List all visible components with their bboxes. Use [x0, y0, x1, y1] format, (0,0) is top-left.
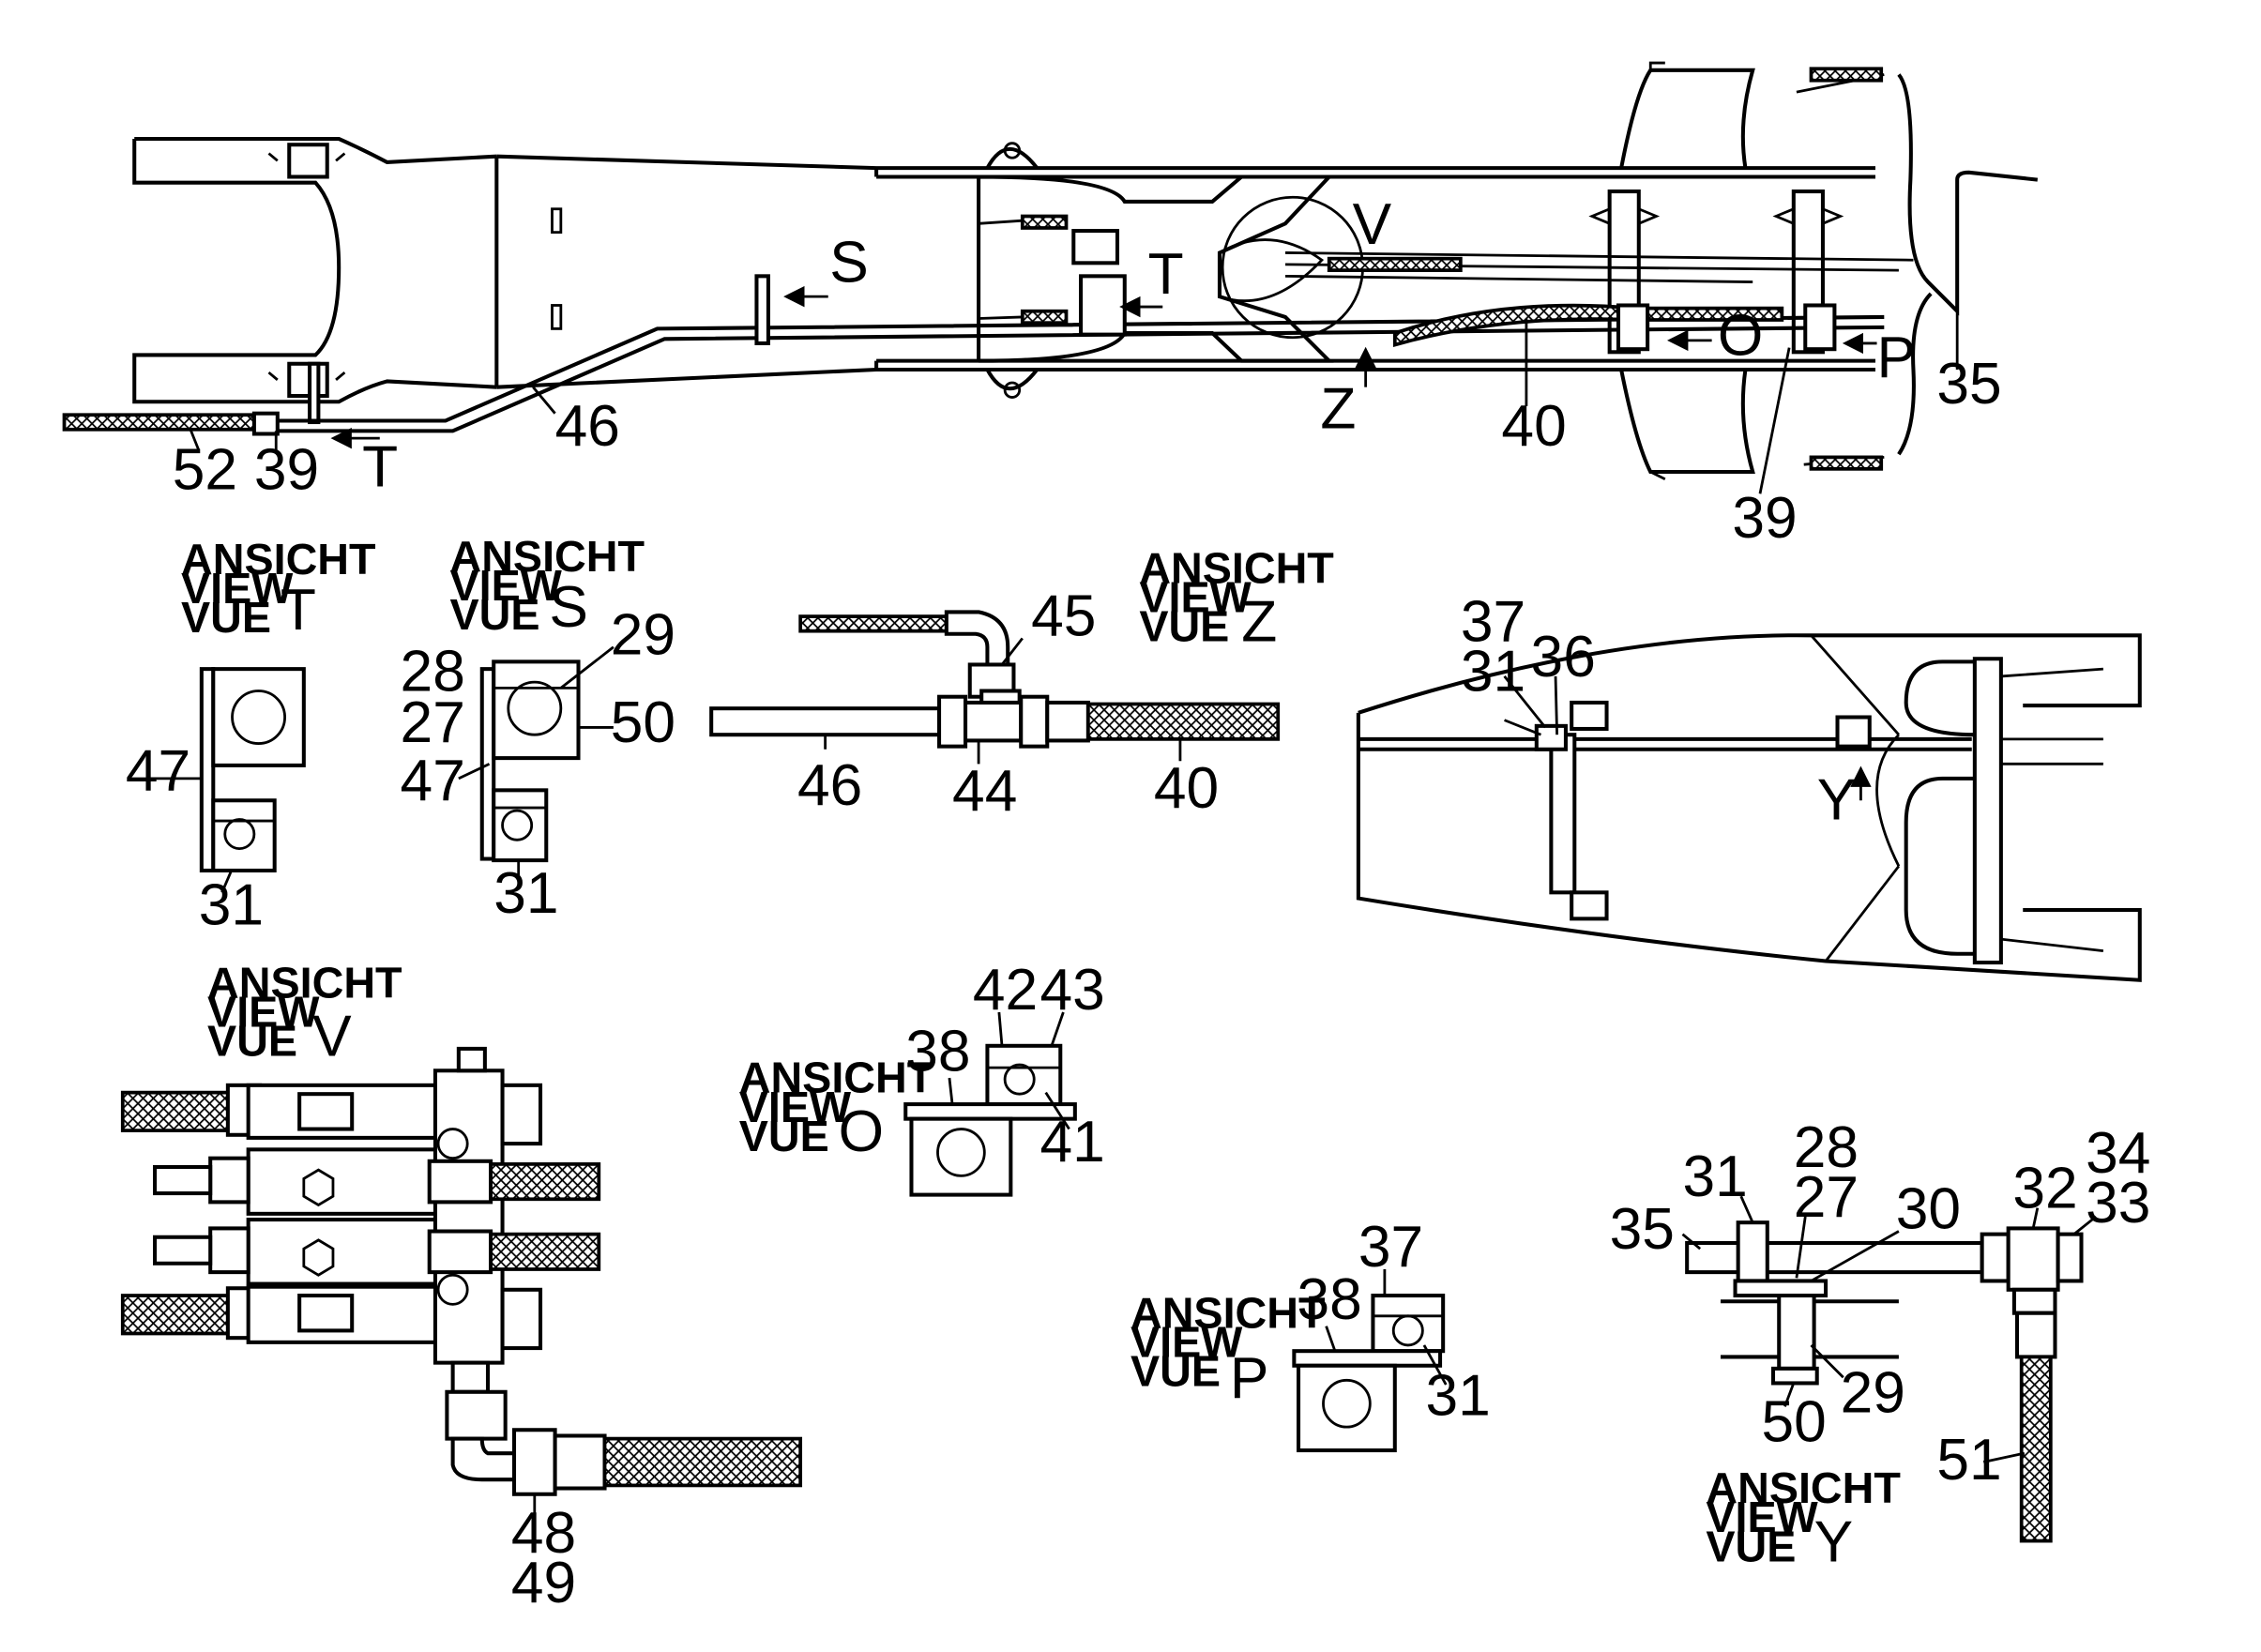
view-marker-z: Z: [1320, 376, 1356, 441]
main-assembly-view: [62, 61, 2039, 494]
view-marker-y: Y: [1817, 767, 1857, 832]
label-40: 40: [1154, 756, 1219, 821]
view-title-line2: VIEW: [207, 988, 320, 1037]
label-34: 34: [2086, 1121, 2150, 1186]
view-title-line1: ANSICHT: [181, 535, 376, 584]
main-labels: 52 39 46 40 35 39 T T S V Z O P: [173, 192, 2002, 551]
view-title-line1: ANSICHT: [450, 532, 645, 581]
label-50: 50: [611, 690, 675, 755]
view-title-line1: ANSICHT: [1139, 543, 1334, 592]
detail-view-t: ANSICHT VIEW VUE T 47 31: [126, 535, 376, 938]
label-27: 27: [1794, 1165, 1859, 1230]
view-title-line2: VIEW: [181, 564, 294, 613]
label-38: 38: [1297, 1267, 1361, 1332]
view-title-line3: VUE: [450, 590, 540, 639]
view-marker-o: O: [1718, 303, 1763, 368]
view-title-letter: P: [1230, 1346, 1269, 1411]
label-52: 52: [173, 438, 237, 503]
label-31: 31: [1682, 1144, 1747, 1209]
label-48: 48: [511, 1501, 576, 1566]
view-title-line3: VUE: [1706, 1522, 1796, 1570]
label-47: 47: [126, 738, 190, 803]
label-40: 40: [1501, 394, 1566, 459]
view-title-letter: O: [839, 1099, 884, 1164]
label-29: 29: [1841, 1361, 1905, 1426]
label-28: 28: [1794, 1115, 1859, 1180]
view-title-line3: VUE: [1130, 1347, 1221, 1396]
label-31: 31: [493, 861, 558, 926]
label-47: 47: [401, 749, 465, 813]
label-39: 39: [1732, 486, 1797, 551]
label-32: 32: [2012, 1157, 2077, 1221]
label-35: 35: [1936, 352, 2001, 417]
label-27: 27: [401, 690, 465, 755]
label-46: 46: [797, 753, 862, 818]
label-51: 51: [1936, 1428, 2001, 1493]
label-43: 43: [1039, 958, 1104, 1023]
view-title-letter: T: [281, 578, 316, 643]
view-title-letter: V: [312, 1005, 352, 1069]
label-31: 31: [199, 873, 264, 938]
label-41: 41: [1039, 1110, 1104, 1175]
label-45: 45: [1031, 584, 1096, 648]
label-42: 42: [973, 958, 1038, 1023]
detail-view-z: ANSICHT VIEW VUE Z 45 46 44 40: [709, 543, 1334, 824]
view-title-line2: VIEW: [1130, 1317, 1243, 1366]
view-title-line2: VIEW: [1706, 1493, 1818, 1541]
label-29: 29: [611, 603, 675, 668]
detail-view-p: ANSICHT VIEW VUE P 37 38 31: [1130, 1215, 1491, 1453]
view-title-line3: VUE: [207, 1017, 297, 1066]
view-marker-s: S: [829, 231, 869, 296]
detail-view-v: ANSICHT VIEW VUE V: [120, 958, 803, 1615]
label-46: 46: [555, 394, 620, 459]
view-title-line2: VIEW: [450, 561, 563, 610]
detail-boom-tip: 37 31 36 Y: [1356, 590, 2142, 982]
label-50: 50: [1762, 1390, 1827, 1455]
label-33: 33: [2086, 1171, 2150, 1235]
view-title-line1: ANSICHT: [1130, 1288, 1326, 1337]
label-39: 39: [254, 438, 319, 503]
label-30: 30: [1896, 1176, 1961, 1241]
view-title-line1: ANSICHT: [739, 1053, 934, 1102]
label-37: 37: [1358, 1215, 1423, 1280]
view-marker-t: T: [1148, 242, 1184, 307]
view-marker-v: V: [1353, 192, 1392, 257]
label-28: 28: [401, 639, 465, 704]
label-35: 35: [1610, 1197, 1675, 1262]
detail-view-y: ANSICHT VIEW VUE Y 28 34 31 27 30 32 33 …: [1610, 1115, 2151, 1574]
label-44: 44: [952, 759, 1017, 824]
label-36: 36: [1531, 625, 1596, 690]
label-37: 37: [1461, 590, 1525, 655]
label-31: 31: [1461, 639, 1525, 704]
label-38: 38: [905, 1019, 970, 1084]
view-title-letter: S: [549, 575, 588, 640]
view-title-line2: VIEW: [1139, 572, 1252, 621]
view-marker-p: P: [1877, 326, 1917, 390]
view-title-line1: ANSICHT: [207, 958, 402, 1007]
view-title-line3: VUE: [181, 593, 271, 642]
view-marker-t: T: [362, 435, 398, 500]
view-title-line1: ANSICHT: [1706, 1463, 1901, 1512]
view-title-line3: VUE: [1139, 602, 1229, 651]
view-title-line3: VUE: [739, 1112, 829, 1160]
view-title-letter: Y: [1814, 1509, 1854, 1574]
label-31: 31: [1425, 1364, 1490, 1429]
view-title-line2: VIEW: [739, 1083, 852, 1131]
detail-view-o: ANSICHT VIEW VUE O 42 43 38 41: [739, 958, 1105, 1197]
view-title-letter: Z: [1241, 590, 1277, 655]
detail-view-s: ANSICHT VIEW VUE S 28 27 47 29 50 31: [401, 532, 675, 926]
label-49: 49: [511, 1551, 576, 1615]
